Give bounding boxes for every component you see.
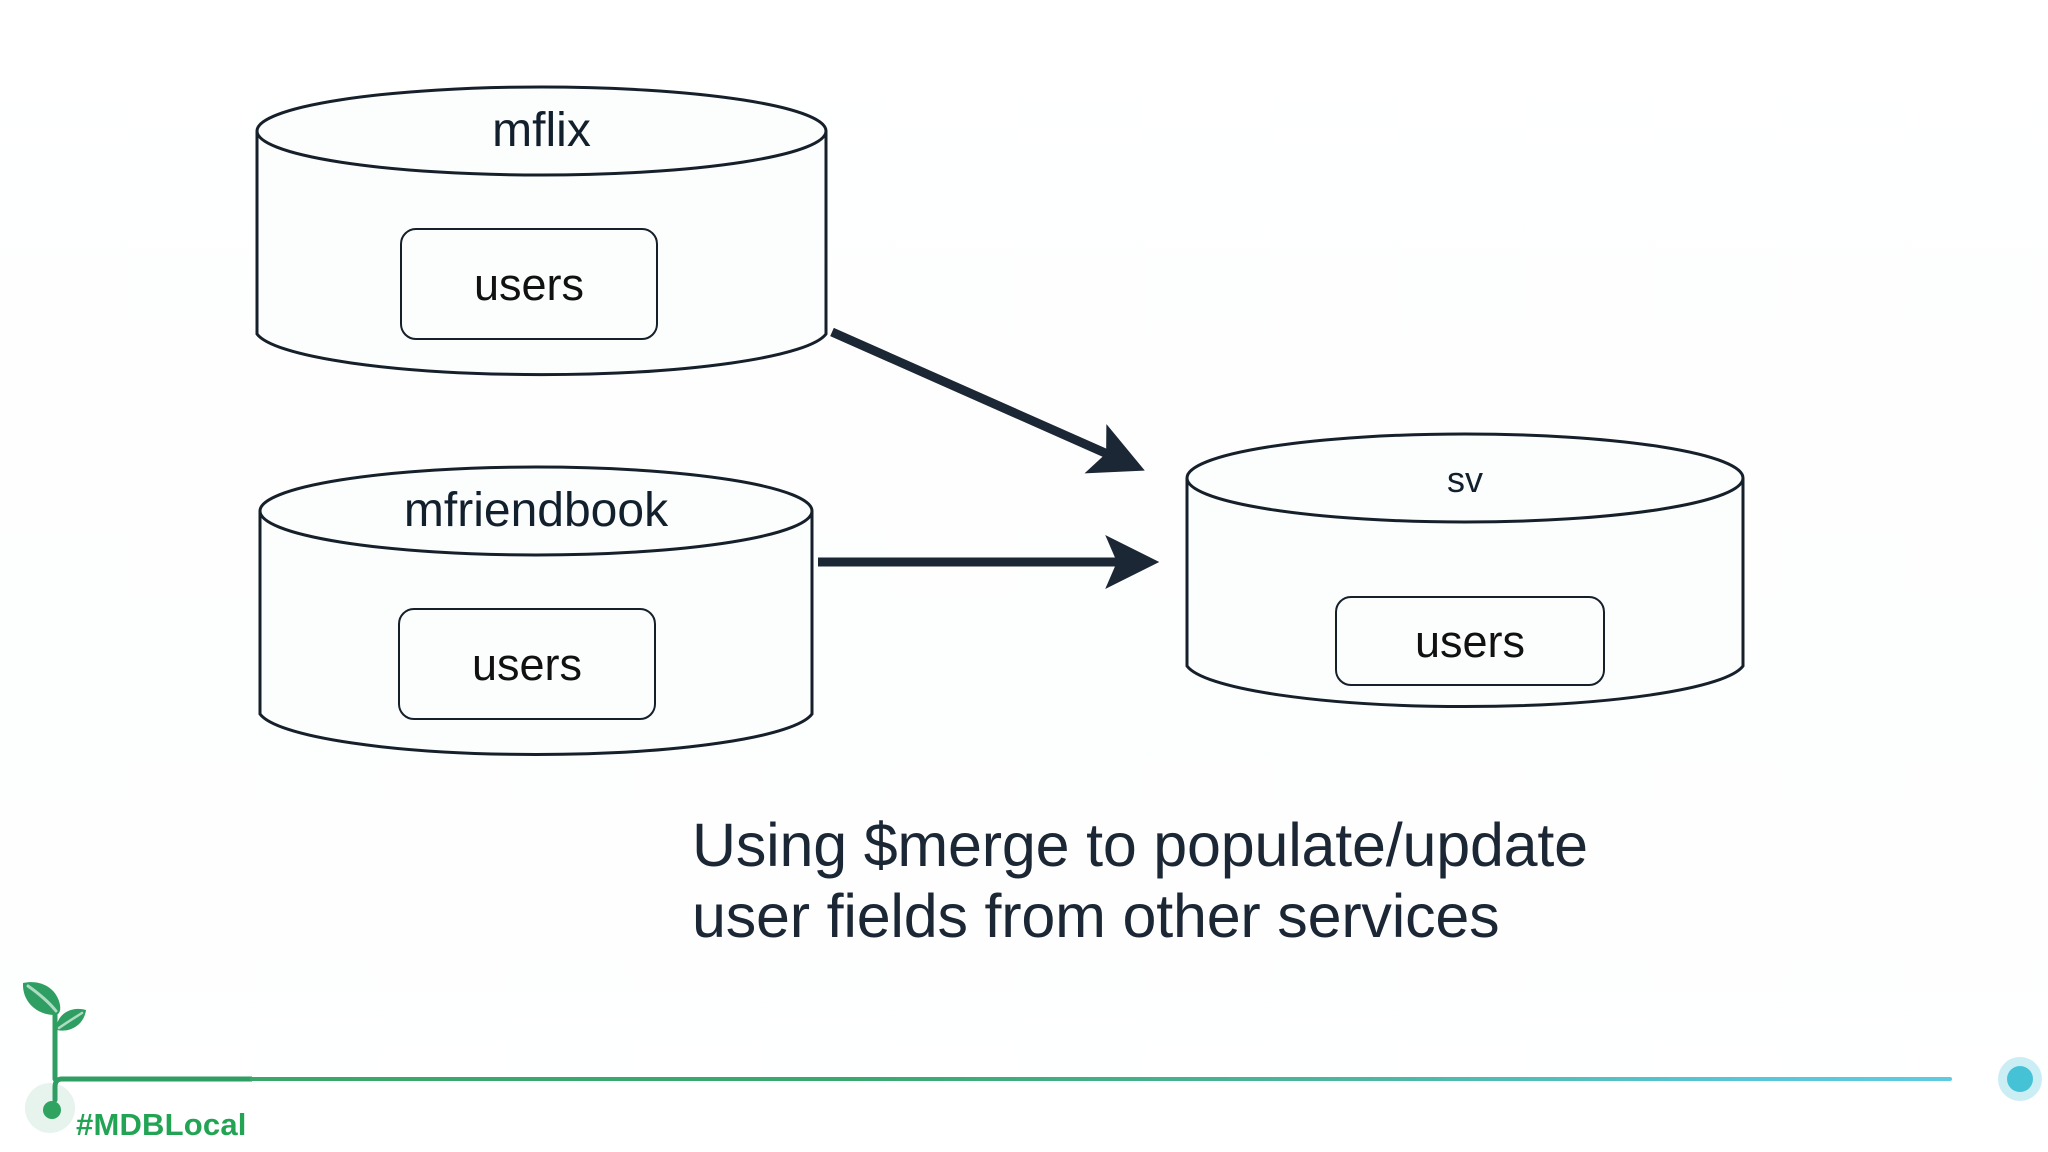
collection-name-label: users [1414, 615, 1526, 667]
collection-box-mflix-users[interactable]: users [400, 228, 658, 340]
database-name-sv: sv [1447, 459, 1483, 500]
collection-box-sv-users[interactable]: users [1335, 596, 1605, 686]
sprout-icon [22, 982, 252, 1103]
sprout-node-dot [43, 1101, 61, 1119]
collection-box-mfriendbook-users[interactable]: users [398, 608, 656, 720]
database-cylinder-mfriendbook[interactable]: mfriendbook users [258, 465, 814, 760]
collection-name-label: users [471, 638, 583, 690]
footer-end-dot [2007, 1066, 2033, 1092]
arrow-mflix-to-sv [830, 327, 1145, 474]
hashtag-mdblocal: #MDBLocal [76, 1107, 247, 1142]
database-name-mfriendbook: mfriendbook [403, 484, 669, 537]
footer-gradient-line [250, 1077, 1952, 1081]
collection-name-label: users [473, 258, 585, 310]
database-cylinder-mflix[interactable]: mflix users [255, 85, 828, 380]
database-cylinder-sv[interactable]: sv users [1185, 432, 1745, 712]
database-name-mflix: mflix [492, 104, 591, 157]
caption-text: Using $merge to populate/update user fie… [692, 811, 1588, 950]
